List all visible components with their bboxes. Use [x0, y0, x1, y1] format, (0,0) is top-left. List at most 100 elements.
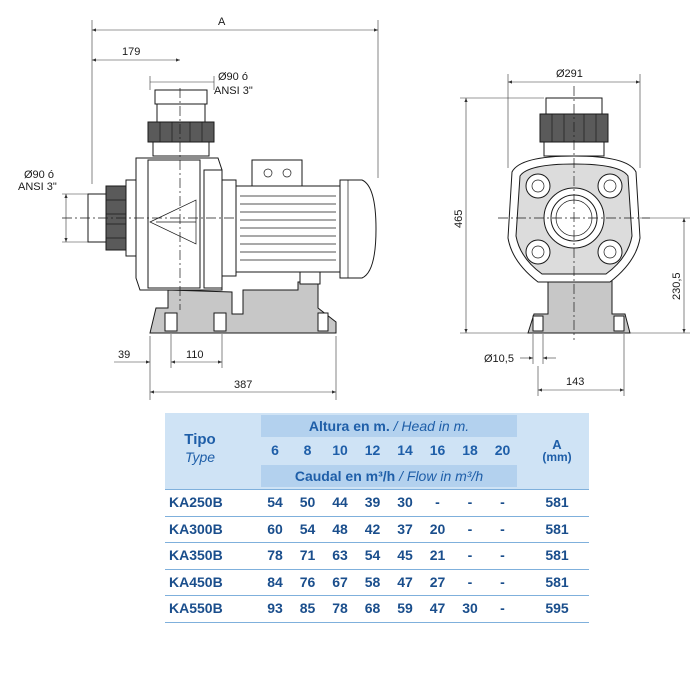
flow-label-en: / Flow in m³/h [399, 468, 484, 484]
a-value: 581 [545, 494, 569, 510]
type-header: Tipo Type [165, 431, 235, 465]
head-band [261, 415, 517, 437]
dim-axis-height: 230,5 [671, 272, 683, 300]
side-view-dimensions: A 179 Ø90 ó ANSI 3" Ø90 ó ANSI 3" 39 110… [18, 16, 379, 400]
flow-value: 48 [332, 520, 348, 537]
dim-side-port-line2: ANSI 3" [18, 181, 57, 193]
flow-value: - [467, 494, 473, 510]
head-value: 10 [332, 442, 348, 458]
flow-value: 59 [397, 600, 413, 616]
flow-value: - [500, 600, 505, 616]
flow-value: 54 [299, 520, 316, 537]
dim-inlet-offset: 179 [122, 46, 140, 58]
dim-top-port-line1: Ø90 ó [218, 71, 248, 83]
flow-value: - [435, 494, 440, 510]
dim-base-length: 387 [234, 379, 252, 391]
flow-value: 67 [332, 573, 348, 590]
flow-value: 30 [462, 600, 478, 616]
a-unit: (mm) [542, 450, 572, 464]
head-label-es: Altura en m. [308, 418, 390, 434]
flow-value: - [500, 547, 505, 563]
table-row: KA350B 78 71 63 54 45 21 - - 581 [165, 543, 589, 570]
model-name: KA350B [169, 547, 223, 563]
dim-top-port-line2: ANSI 3" [214, 85, 253, 97]
side-view [62, 88, 377, 334]
type-label-es: Tipo [184, 431, 216, 448]
head-value: 18 [462, 442, 478, 458]
dim-hole-diameter: Ø10,5 [484, 353, 514, 365]
flow-value: 54 [364, 547, 381, 563]
flow-value: 58 [364, 573, 381, 590]
flow-value: 76 [299, 573, 316, 590]
head-title: Altura en m. / Head in m. [261, 418, 517, 434]
dim-base-hole-spacing: 110 [186, 349, 204, 361]
pump-technical-drawing: A 179 Ø90 ó ANSI 3" Ø90 ó ANSI 3" 39 110… [18, 16, 690, 400]
flow-value: 37 [397, 520, 413, 537]
flow-value: 84 [267, 573, 283, 590]
flow-value: 47 [397, 573, 413, 590]
dim-front-base-width: 143 [566, 376, 584, 388]
front-view [498, 86, 650, 340]
table-row: KA300B 60 54 48 42 37 20 - - 581 [165, 517, 589, 543]
flow-label-es: Caudal en m³/h [294, 468, 396, 484]
flow-value: 78 [267, 547, 283, 563]
dim-front-width: Ø291 [556, 68, 583, 80]
head-value: 16 [429, 442, 446, 458]
head-value: 20 [494, 442, 511, 458]
flow-value: 30 [397, 494, 413, 510]
type-label-en: Type [184, 449, 216, 465]
table-row: KA250B 54 50 44 39 30 - - - 581 [165, 489, 589, 517]
a-value: 581 [545, 520, 569, 537]
flow-value: - [467, 547, 473, 563]
a-value: 581 [545, 573, 569, 590]
flow-band [261, 465, 517, 487]
flow-value: 50 [299, 494, 316, 510]
flow-value: 45 [397, 547, 413, 563]
flow-value: 71 [299, 547, 316, 563]
dim-side-port-line1: Ø90 ó [24, 169, 54, 181]
dim-overall-length-label: A [218, 16, 226, 28]
flow-title: Caudal en m³/h / Flow in m³/h [261, 468, 517, 484]
flow-value: 85 [299, 600, 316, 616]
head-value: 14 [397, 442, 413, 458]
flow-value: - [467, 520, 473, 537]
flow-value: 93 [267, 600, 283, 616]
flow-value: 44 [332, 494, 348, 510]
head-value: 12 [364, 442, 381, 458]
flow-value: - [500, 520, 505, 537]
model-name: KA300B [169, 520, 223, 537]
flow-value: 27 [429, 573, 446, 590]
dim-base-offset: 39 [118, 349, 130, 361]
flow-value: 47 [429, 600, 446, 616]
motor-fins [240, 195, 336, 261]
head-values: 6 8 10 12 14 16 18 20 [261, 442, 517, 462]
flow-value: 42 [364, 520, 381, 537]
head-value: 8 [303, 442, 312, 458]
a-label: A [552, 437, 562, 452]
flow-value: - [467, 573, 473, 590]
model-name: KA250B [169, 494, 223, 510]
table-header: Tipo Type Altura en m. / Head in m. 6 8 10… [165, 413, 589, 489]
head-value: 6 [271, 442, 279, 458]
flow-value: 21 [429, 547, 446, 563]
flow-value: 60 [267, 520, 283, 537]
a-column-header: A (mm) [525, 437, 589, 464]
flow-value: 54 [267, 494, 283, 510]
flow-value: - [500, 494, 505, 510]
dim-total-height: 465 [453, 210, 465, 228]
a-value: 595 [545, 600, 569, 616]
flow-value: 63 [332, 547, 348, 563]
flow-value: - [500, 573, 505, 590]
table-row: KA450B 84 76 67 58 47 27 - - 581 [165, 570, 589, 596]
head-label-en: / Head in m. [393, 418, 470, 434]
model-name: KA550B [169, 600, 223, 616]
front-view-dimensions: Ø291 465 230,5 Ø10,5 143 [453, 68, 690, 396]
flow-value: 39 [364, 494, 381, 510]
model-name: KA450B [169, 573, 223, 590]
a-value: 581 [545, 547, 569, 563]
flow-value: 68 [364, 600, 381, 616]
flow-value: 20 [429, 520, 446, 537]
